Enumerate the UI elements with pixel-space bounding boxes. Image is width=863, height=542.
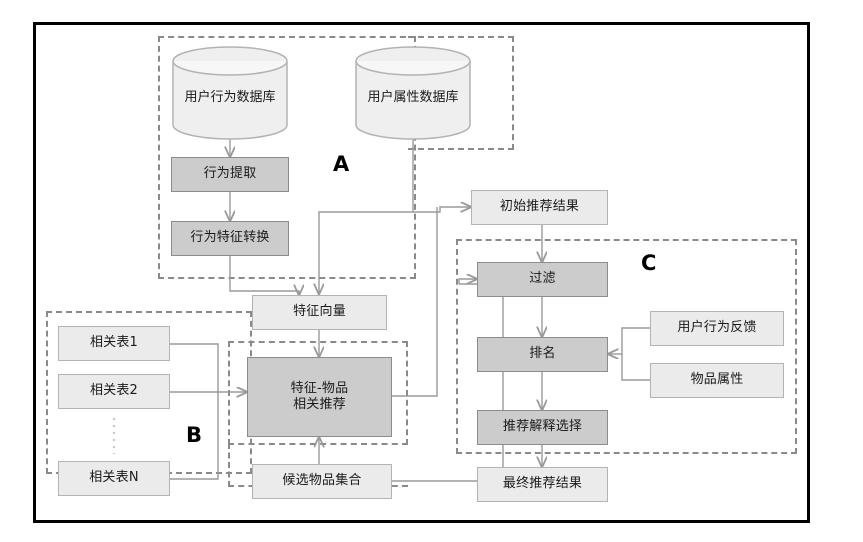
node-user-attribute-db: 用户属性数据库 (355, 46, 471, 140)
node-candidate-item-set: 候选物品集合 (252, 464, 392, 499)
node-explanation-select: 推荐解释选择 (477, 410, 608, 445)
node-ranking: 排名 (477, 337, 608, 372)
node-user-attribute-db-label: 用户属性数据库 (367, 90, 459, 105)
group-label-a: A (333, 152, 350, 176)
node-item-attribute: 物品属性 (650, 363, 784, 398)
node-user-behavior-db-label: 用户行为数据库 (184, 90, 276, 105)
node-relation-table-n: 相关表N (58, 461, 170, 496)
group-region-a-right (408, 36, 514, 150)
node-user-behavior-feedback: 用户行为反馈 (650, 311, 784, 346)
node-final-recommend-result: 最终推荐结果 (477, 467, 608, 502)
node-user-behavior-db: 用户行为数据库 (172, 46, 288, 140)
node-feature-item-recommend: 特征-物品 相关推荐 (247, 357, 392, 437)
group-label-c: C (641, 251, 657, 275)
node-filter: 过滤 (477, 262, 608, 297)
node-relation-table-1: 相关表1 (58, 326, 170, 361)
node-relation-table-2: 相关表2 (58, 374, 170, 409)
node-feature-vector: 特征向量 (252, 295, 387, 330)
group-label-b: B (186, 423, 203, 447)
node-behavior-extraction: 行为提取 (171, 157, 289, 192)
node-behavior-feature-transform: 行为特征转换 (171, 221, 289, 256)
node-initial-recommend-result: 初始推荐结果 (471, 190, 608, 225)
